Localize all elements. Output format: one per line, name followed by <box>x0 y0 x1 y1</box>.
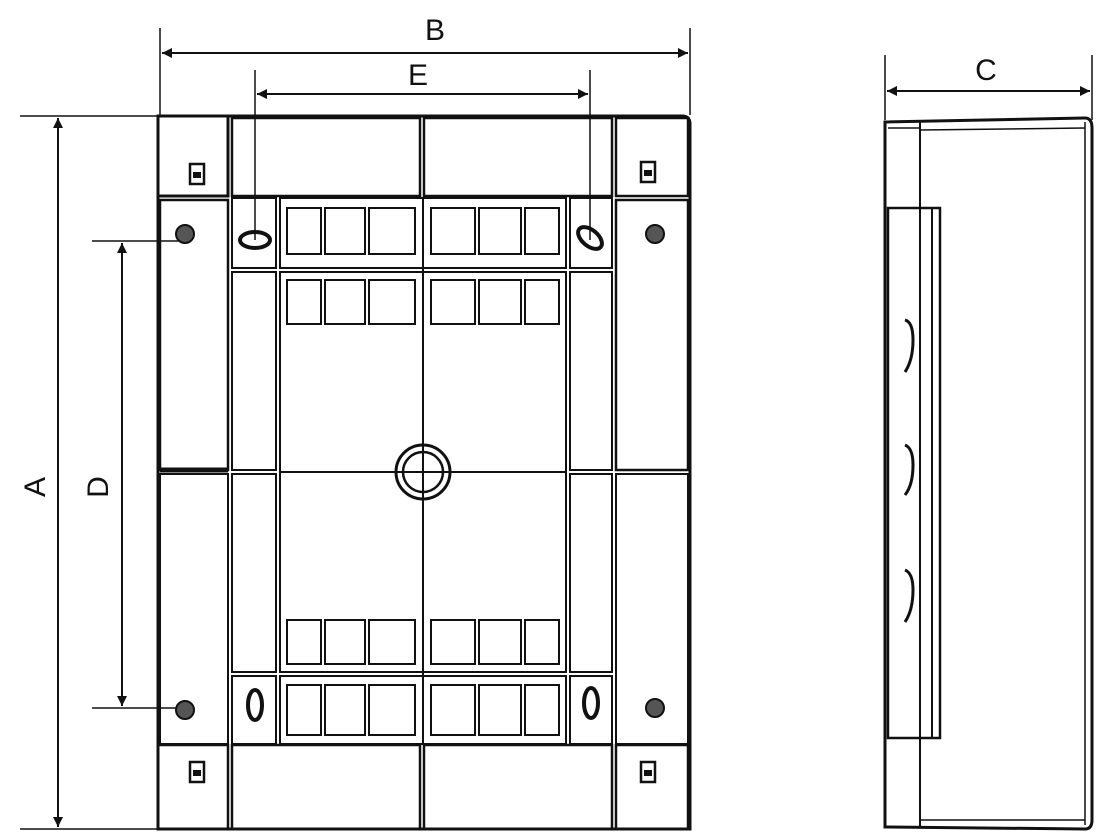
center-panel <box>279 197 567 745</box>
dimension-c: C <box>887 54 1090 96</box>
bottom-strip <box>156 743 690 831</box>
mounting-screw-icon <box>175 700 195 720</box>
side-latch <box>903 318 915 373</box>
keyhole-slot-icon <box>582 686 600 720</box>
dimension-e-label: E <box>408 59 428 92</box>
keyhole-slot-icon <box>576 225 604 251</box>
knockout-row-bottom <box>286 684 560 736</box>
dimension-a: A <box>19 118 63 827</box>
latch-icon <box>639 760 657 784</box>
dimension-b: B <box>162 14 688 58</box>
dimension-d-label: D <box>82 476 115 498</box>
mounting-screw-icon <box>645 224 665 244</box>
left-column <box>158 197 277 745</box>
keyhole-slot-icon <box>246 688 264 722</box>
cable-gland-icon <box>394 443 452 501</box>
dimension-b-label: B <box>425 14 445 47</box>
mounting-screw-icon <box>175 224 195 244</box>
dimension-d: D <box>82 243 127 706</box>
dimension-a-label: A <box>19 477 52 497</box>
top-strip <box>156 114 690 198</box>
knockout-row-top <box>286 207 560 255</box>
dimension-e: E <box>257 59 588 99</box>
right-column <box>569 197 690 745</box>
latch-icon <box>188 760 206 784</box>
side-view <box>883 116 1094 831</box>
side-latch <box>903 443 915 496</box>
mounting-screw-icon <box>645 698 665 718</box>
knockout-row-upper <box>286 279 560 325</box>
dimension-c-label: C <box>975 54 997 87</box>
front-view <box>156 114 692 831</box>
dimension-lines: B E C A D <box>19 14 1093 830</box>
latch-icon <box>188 162 206 186</box>
latch-icon <box>639 160 657 184</box>
keyhole-slot-icon <box>238 230 272 250</box>
knockout-row-lower <box>286 619 560 665</box>
side-latch <box>903 568 915 623</box>
side-outline <box>883 116 1094 831</box>
